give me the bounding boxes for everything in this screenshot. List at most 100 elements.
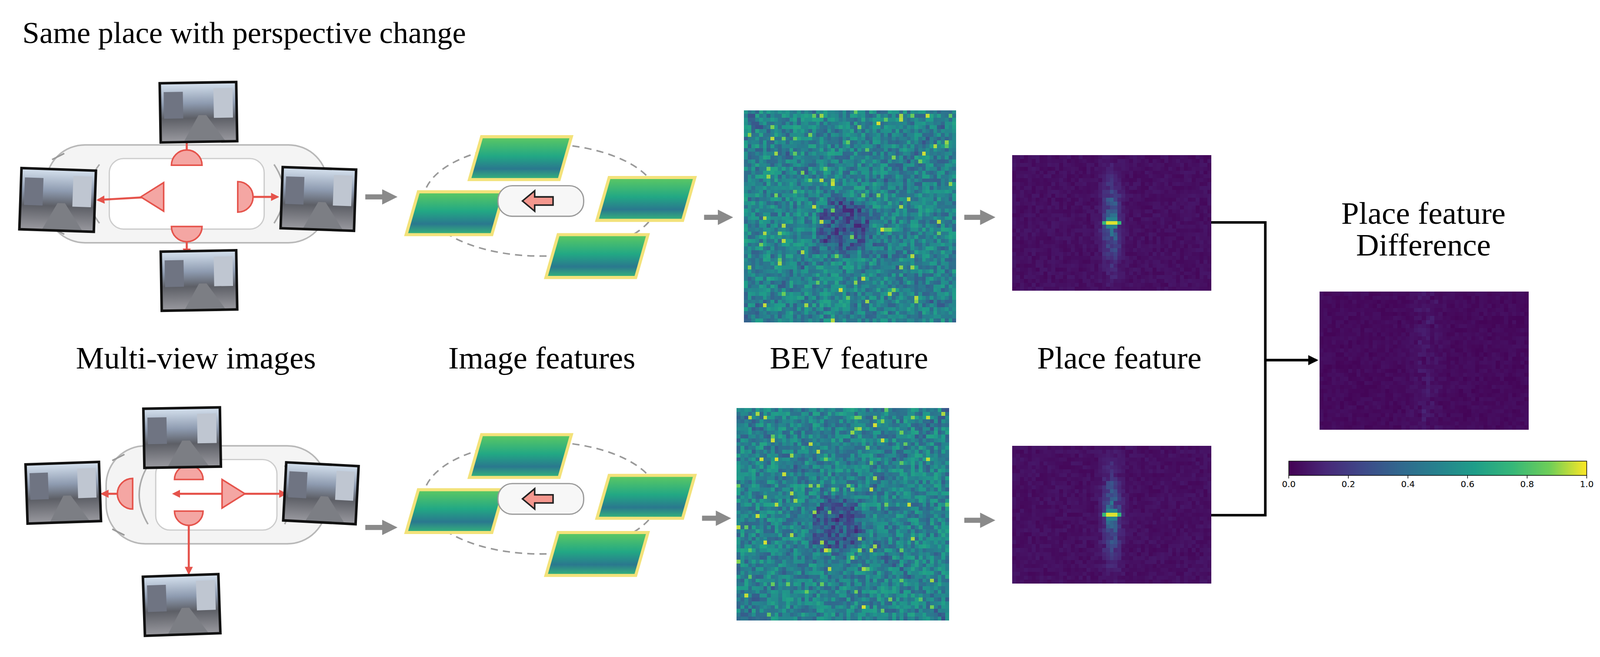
heat-cell — [925, 136, 930, 141]
heat-cell — [861, 182, 866, 187]
heat-cell — [766, 186, 771, 190]
heat-cell — [922, 208, 927, 213]
heat-cell — [952, 136, 957, 141]
heat-cell — [747, 186, 752, 190]
heat-cell — [876, 201, 881, 206]
heat-cell — [876, 125, 881, 130]
heat-cell — [918, 193, 923, 198]
heat-cell — [876, 231, 881, 236]
heat-cell — [891, 190, 896, 194]
heat-cell — [952, 190, 957, 194]
heat-cell — [936, 140, 941, 145]
heat-cell — [793, 125, 797, 130]
heat-cell — [796, 186, 801, 190]
heat-cell — [796, 155, 801, 160]
heat-cell — [789, 227, 794, 232]
heat-cell — [952, 227, 957, 232]
heat-cell — [918, 235, 923, 240]
heat-cell — [883, 197, 888, 202]
heat-cell — [838, 110, 843, 115]
heat-cell — [903, 205, 907, 210]
heat-cell — [770, 193, 775, 198]
heat-cell — [883, 170, 888, 175]
heat-cell — [853, 186, 858, 190]
heat-cell — [944, 113, 949, 118]
heat-cell — [891, 227, 896, 232]
heat-cell — [933, 197, 938, 202]
heat-cell — [857, 190, 862, 194]
heat-cell — [940, 133, 945, 137]
heat-cell — [812, 239, 817, 244]
photo-building — [72, 176, 92, 208]
heat-cell — [857, 235, 862, 240]
heat-cell — [759, 208, 764, 213]
heat-cell — [952, 166, 957, 171]
heat-cell — [755, 117, 760, 122]
heat-cell — [910, 197, 915, 202]
heat-cell — [895, 231, 900, 236]
heat-cell — [869, 125, 874, 130]
heat-cell — [785, 140, 790, 145]
heat-cell — [846, 113, 850, 118]
heat-cell — [925, 121, 930, 126]
heat-cell — [830, 178, 835, 183]
heat-cell — [869, 121, 874, 126]
heat-cell — [793, 220, 797, 224]
heat-cell — [804, 186, 809, 190]
heat-cell — [808, 170, 813, 175]
heat-cell — [770, 159, 775, 164]
heat-cell — [770, 182, 775, 187]
heat-cell — [800, 125, 805, 130]
heat-cell — [759, 212, 764, 217]
heat-cell — [869, 133, 874, 137]
heat-cell — [857, 136, 862, 141]
heat-cell — [819, 117, 824, 122]
heat-cell — [880, 110, 885, 115]
heat-cell — [940, 220, 945, 224]
heat-cell — [766, 136, 771, 141]
heat-cell — [777, 174, 782, 179]
heat-cell — [777, 190, 782, 194]
heat-cell — [789, 190, 794, 194]
heat-cell — [759, 136, 764, 141]
heat-cell — [747, 151, 752, 156]
heat-cell — [910, 166, 915, 171]
heat-cell — [887, 166, 892, 171]
heat-cell — [800, 155, 805, 160]
heat-cell — [880, 220, 885, 224]
heat-cell — [922, 201, 927, 206]
heat-cell — [800, 140, 805, 145]
heat-cell — [850, 113, 854, 118]
heat-cell — [800, 186, 805, 190]
heat-cell — [933, 113, 938, 118]
heat-cell — [842, 239, 847, 244]
heat-cell — [755, 231, 760, 236]
heat-cell — [872, 170, 877, 175]
heat-cell — [834, 223, 839, 228]
heat-cell — [766, 117, 771, 122]
heat-cell — [899, 201, 904, 206]
heat-cell — [789, 178, 794, 183]
heat-cell — [922, 148, 927, 153]
heat-cell — [887, 136, 892, 141]
heat-cell — [823, 117, 828, 122]
heat-cell — [952, 208, 957, 213]
heat-cell — [830, 155, 835, 160]
heat-cell — [903, 148, 907, 153]
heat-cell — [842, 223, 847, 228]
heat-cell — [948, 121, 953, 126]
heat-cell — [899, 186, 904, 190]
heat-cell — [842, 174, 847, 179]
heat-cell — [793, 239, 797, 244]
heat-cell — [869, 231, 874, 236]
heat-cell — [827, 223, 832, 228]
heat-cell — [925, 190, 930, 194]
heat-cell — [808, 125, 813, 130]
heat-cell — [774, 235, 779, 240]
heat-cell — [816, 140, 820, 145]
heat-cell — [880, 235, 885, 240]
heat-cell — [903, 144, 907, 149]
heat-cell — [800, 208, 805, 213]
heat-cell — [883, 121, 888, 126]
heat-cell — [804, 140, 809, 145]
